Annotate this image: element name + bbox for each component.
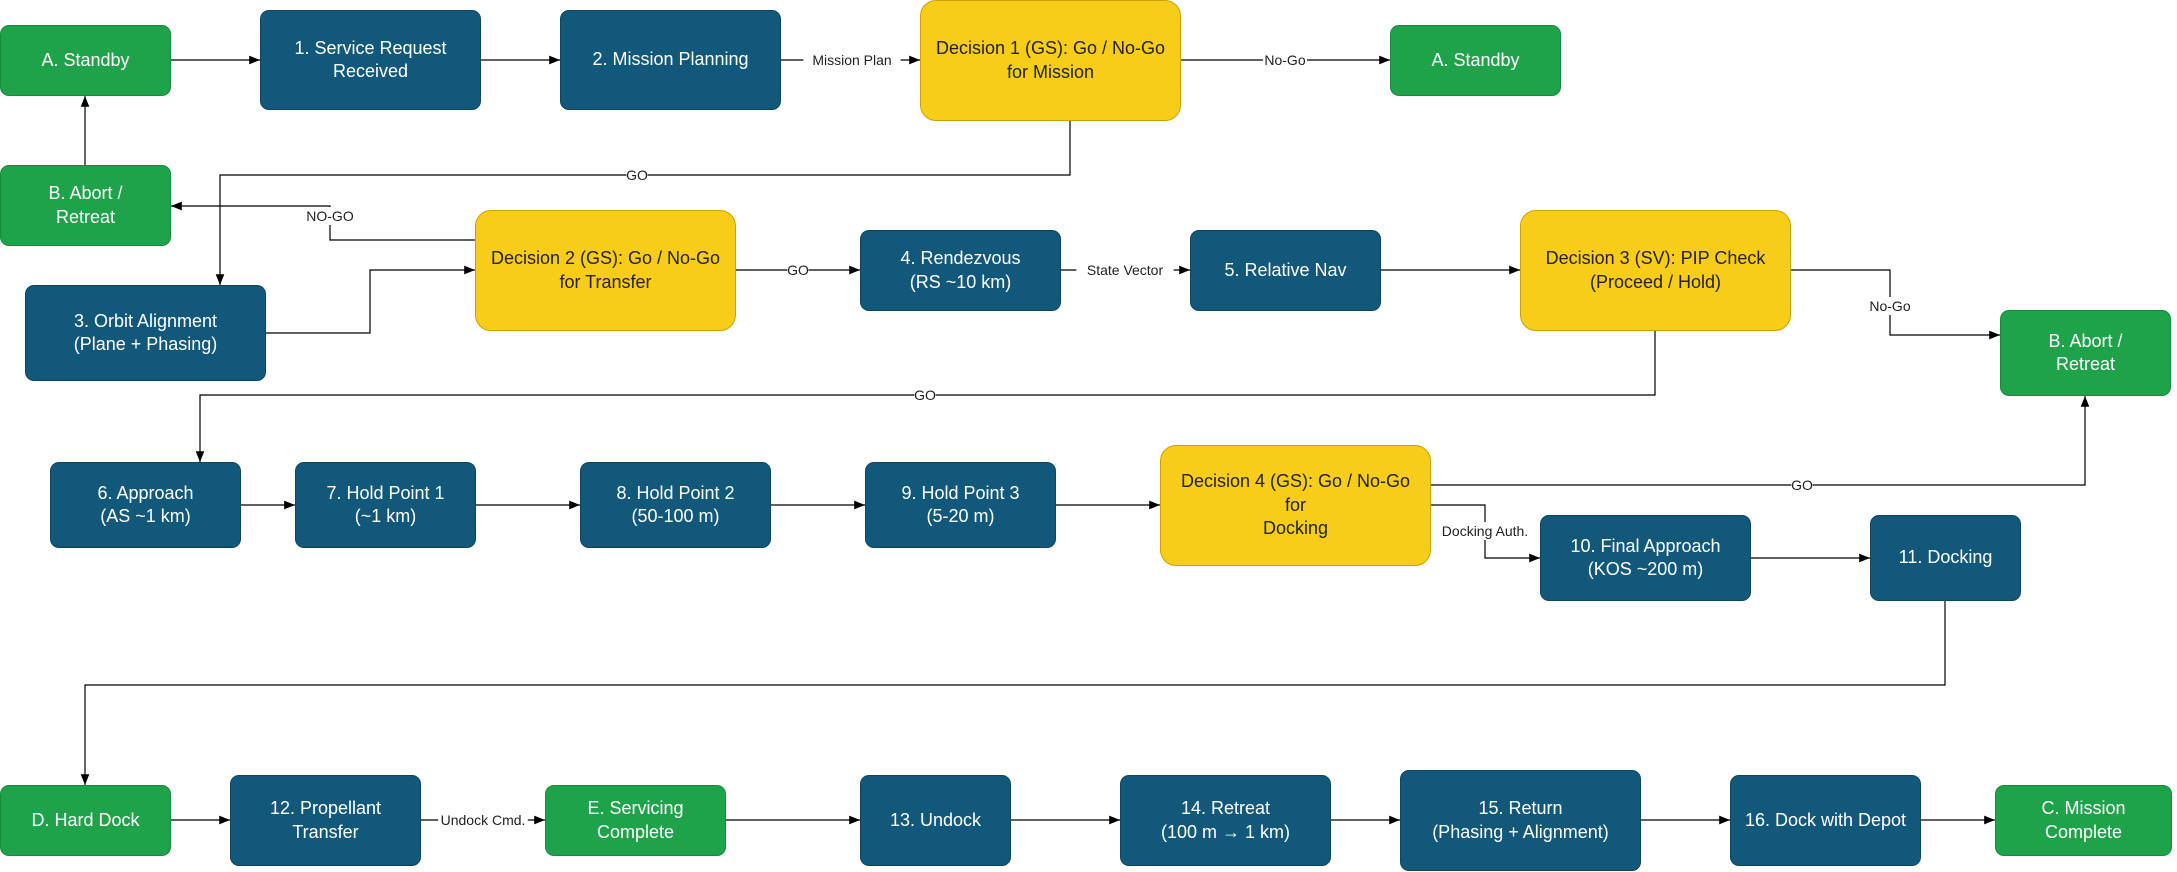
edge-label: No-Go xyxy=(1869,298,1910,314)
node-step-11: 11. Docking xyxy=(1870,515,2021,601)
node-mission-complete-c: C. Mission Complete xyxy=(1995,785,2172,856)
node-label: 3. Orbit Alignment (Plane + Phasing) xyxy=(73,310,218,354)
edge-label: GO xyxy=(787,262,809,278)
edge-label: Mission Plan xyxy=(812,52,891,68)
edge-label: NO-GO xyxy=(306,208,354,224)
node-label: 12. Propellant Transfer xyxy=(269,798,382,842)
node-step-16: 16. Dock with Depot xyxy=(1730,775,1921,866)
edge-e8: GO xyxy=(736,261,860,279)
node-label: 13. Undock xyxy=(889,809,982,830)
node-label: 1. Service Request Received xyxy=(294,37,447,81)
node-step-4: 4. Rendezvous (RS ~10 km) xyxy=(860,230,1061,311)
node-label: D. Hard Dock xyxy=(31,809,140,830)
node-abort-b-right: B. Abort / Retreat xyxy=(2000,310,2171,396)
node-label: Decision 2 (GS): Go / No-Go for Transfer xyxy=(490,248,721,292)
node-step-8: 8. Hold Point 2 (50-100 m) xyxy=(580,462,771,548)
edge-e5: GO xyxy=(215,121,1071,285)
edge-label-bg xyxy=(438,811,528,829)
edge-e23: Undock Cmd. xyxy=(421,811,545,829)
node-label: B. Abort / Retreat xyxy=(2048,330,2123,374)
node-label: 2. Mission Planning xyxy=(592,49,749,70)
node-decision-4: Decision 4 (GS): Go / No-Go for Docking xyxy=(1160,445,1431,566)
edge-label-bg xyxy=(803,51,901,69)
edge-label-bg xyxy=(308,207,352,225)
node-label: E. Servicing Complete xyxy=(587,798,684,842)
node-step-7: 7. Hold Point 1 (~1 km) xyxy=(295,462,476,548)
node-label: 15. Return (Phasing + Alignment) xyxy=(1432,798,1609,842)
node-step-3: 3. Orbit Alignment (Plane + Phasing) xyxy=(25,285,266,381)
node-decision-3: Decision 3 (SV): PIP Check (Proceed / Ho… xyxy=(1520,210,1791,331)
edge-e7: NO-GO xyxy=(171,201,475,241)
node-label: 9. Hold Point 3 (5-20 m) xyxy=(901,482,1020,526)
edge-line xyxy=(266,265,475,334)
edge-label-bg xyxy=(1076,261,1174,279)
edge-label: GO xyxy=(914,387,936,403)
edge-e4: No-Go xyxy=(1181,51,1390,69)
edge-label-bg xyxy=(787,261,809,279)
node-step-10: 10. Final Approach (KOS ~200 m) xyxy=(1540,515,1751,601)
node-label: 11. Docking xyxy=(1898,547,1993,568)
edge-label: GO xyxy=(1791,477,1813,493)
edge-e12: GO xyxy=(195,331,1656,462)
edge-line xyxy=(1431,396,2090,486)
edge-label: GO xyxy=(626,167,648,183)
node-standby-a-left: A. Standby xyxy=(0,25,171,96)
node-label: Decision 1 (GS): Go / No-Go for Mission xyxy=(935,38,1166,82)
node-step-9: 9. Hold Point 3 (5-20 m) xyxy=(865,462,1056,548)
node-abort-b-left: B. Abort / Retreat xyxy=(0,165,171,246)
node-step-15: 15. Return (Phasing + Alignment) xyxy=(1400,770,1641,871)
edge-label: State Vector xyxy=(1087,262,1164,278)
node-label: 6. Approach (AS ~1 km) xyxy=(97,482,194,526)
node-hard-dock-d: D. Hard Dock xyxy=(0,785,171,856)
node-step-12: 12. Propellant Transfer xyxy=(230,775,421,866)
node-decision-1: Decision 1 (GS): Go / No-Go for Mission xyxy=(920,0,1181,121)
node-step-5: 5. Relative Nav xyxy=(1190,230,1381,311)
node-standby-a-right: A. Standby xyxy=(1390,25,1561,96)
node-label: 8. Hold Point 2 (50-100 m) xyxy=(616,482,735,526)
edge-e19: Docking Auth. xyxy=(1431,504,1540,563)
node-label: 4. Rendezvous (RS ~10 km) xyxy=(900,248,1021,292)
node-step-13: 13. Undock xyxy=(860,775,1011,866)
edge-label-bg xyxy=(1868,297,1912,315)
edge-label-bg xyxy=(1791,476,1813,494)
node-label: Decision 3 (SV): PIP Check (Proceed / Ho… xyxy=(1545,248,1766,292)
edge-e18: GO xyxy=(1431,396,2090,494)
edge-e13 xyxy=(266,265,475,334)
node-label: 7. Hold Point 1 (~1 km) xyxy=(326,482,445,526)
node-label: C. Mission Complete xyxy=(2041,798,2126,842)
node-step-1: 1. Service Request Received xyxy=(260,10,481,110)
node-decision-2: Decision 2 (GS): Go / No-Go for Transfer xyxy=(475,210,736,331)
node-label: 5. Relative Nav xyxy=(1224,259,1347,280)
node-step-14: 14. Retreat (100 m → 1 km) xyxy=(1120,775,1331,866)
node-label: A. Standby xyxy=(41,49,130,70)
edge-label-bg xyxy=(1263,51,1307,69)
node-step-2: 2. Mission Planning xyxy=(560,10,781,110)
edge-line xyxy=(80,601,1946,785)
edge-label-bg xyxy=(1432,522,1538,540)
node-servicing-e: E. Servicing Complete xyxy=(545,785,726,856)
edge-label: Undock Cmd. xyxy=(441,812,526,828)
edge-label: No-Go xyxy=(1264,52,1305,68)
edge-e3: Mission Plan xyxy=(781,51,920,69)
edge-e11: No-Go xyxy=(1791,269,2000,340)
edge-e21 xyxy=(80,601,1946,785)
edge-label-bg xyxy=(914,386,936,404)
node-label: 14. Retreat (100 m → 1 km) xyxy=(1160,798,1291,842)
node-label: A. Standby xyxy=(1431,49,1520,70)
node-label: Decision 4 (GS): Go / No-Go for Docking xyxy=(1180,471,1411,539)
node-step-6: 6. Approach (AS ~1 km) xyxy=(50,462,241,548)
edge-label: Docking Auth. xyxy=(1442,523,1528,539)
node-label: B. Abort / Retreat xyxy=(48,183,123,227)
node-label: 16. Dock with Depot xyxy=(1744,809,1907,830)
node-label: 10. Final Approach (KOS ~200 m) xyxy=(1570,535,1721,579)
edge-label-bg xyxy=(626,166,648,184)
edge-e9: State Vector xyxy=(1061,261,1190,279)
